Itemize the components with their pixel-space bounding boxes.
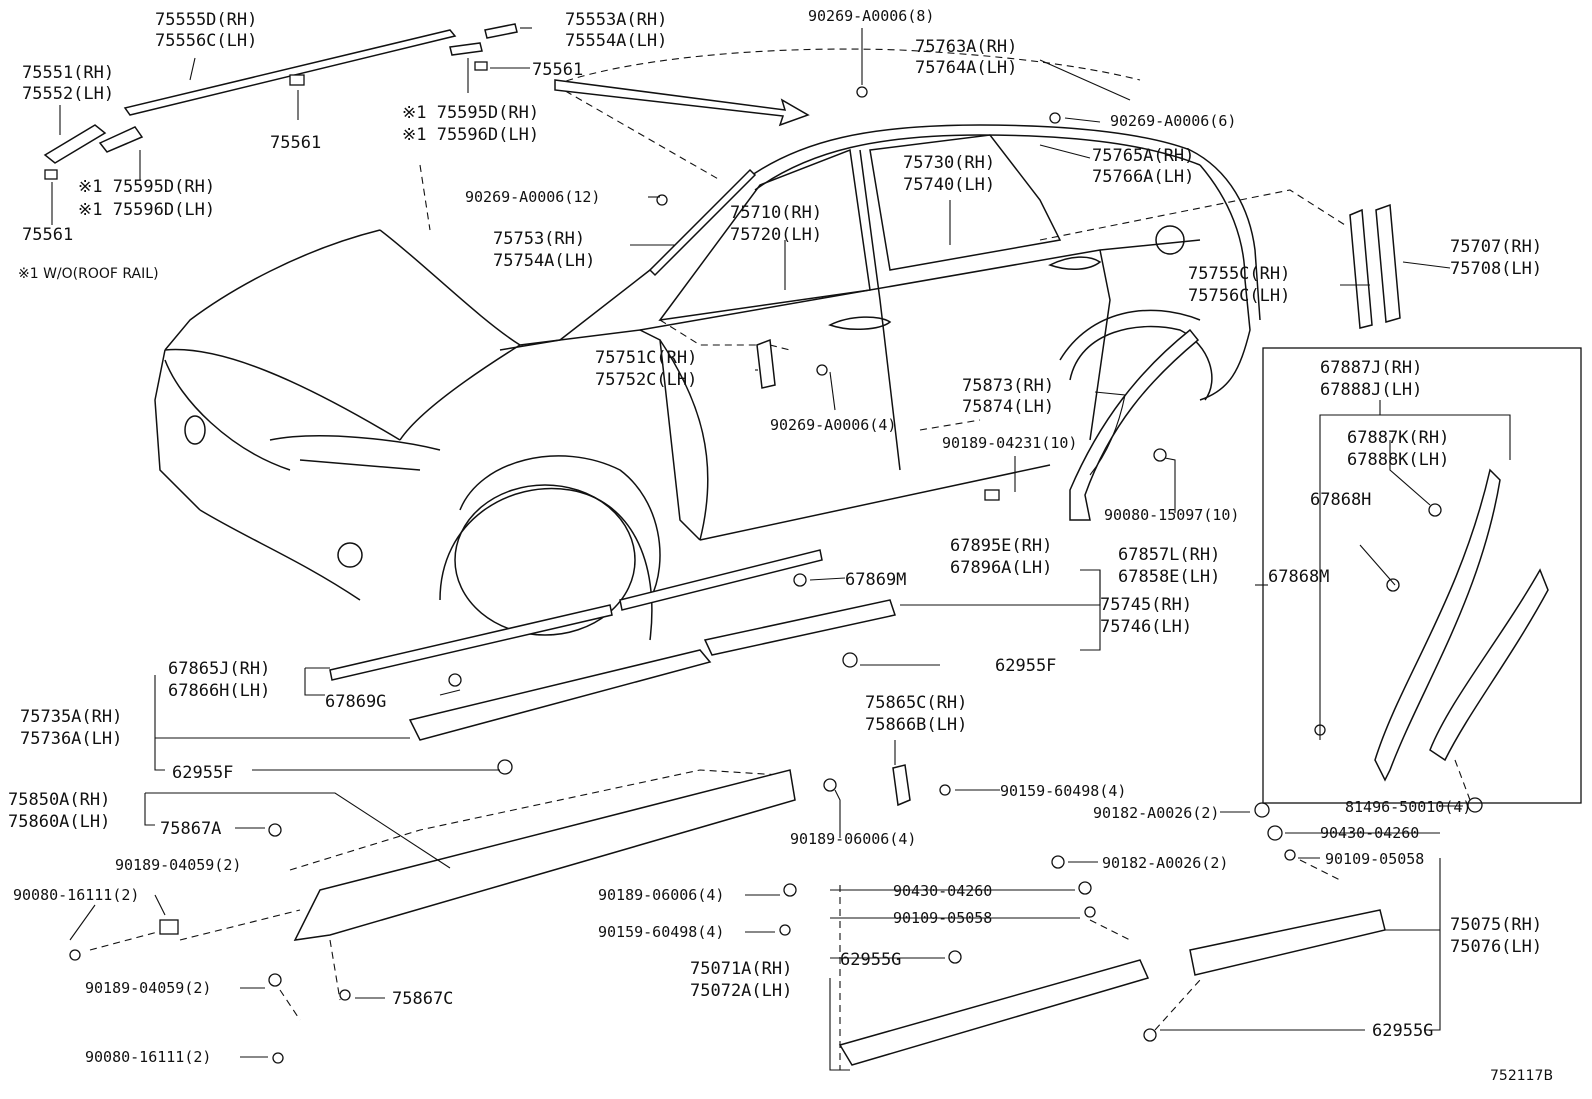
callout-label: ※1 75596D(LH) <box>78 200 215 220</box>
callout-label: 75707(RH) <box>1450 237 1542 257</box>
callout-label: 67858E(LH) <box>1118 567 1220 587</box>
callout-label: 75850A(RH) <box>8 790 110 810</box>
callout-label: 75730(RH) <box>903 153 995 173</box>
callout-label: 75867A <box>160 819 221 839</box>
callout-label: 75555D(RH) <box>155 10 257 30</box>
callout-label: 90080-16111(2) <box>85 1048 211 1066</box>
callout-label: 75874(LH) <box>962 397 1054 417</box>
callout-label: 75766A(LH) <box>1092 167 1194 187</box>
callout-label: ※1 75595D(RH) <box>78 177 215 197</box>
callout-label: 62955F <box>995 656 1056 676</box>
callout-label: 90189-04059(2) <box>115 856 241 874</box>
callout-label: 75756C(LH) <box>1188 286 1290 306</box>
callout-label: 75071A(RH) <box>690 959 792 979</box>
callout-label: 75865C(RH) <box>865 693 967 713</box>
callout-label: 90430-04260 <box>893 882 992 900</box>
callout-label: 67887J(RH) <box>1320 358 1422 378</box>
callout-label: 90159-60498(4) <box>1000 782 1126 800</box>
callout-label: 67869M <box>845 570 906 590</box>
callout-label: 75072A(LH) <box>690 981 792 1001</box>
callout-label: 67865J(RH) <box>168 659 270 679</box>
callout-label: 75556C(LH) <box>155 31 257 51</box>
callout-label: 90269-A0006(6) <box>1110 112 1236 130</box>
callout-label: 75763A(RH) <box>915 37 1017 57</box>
callout-label: 67868H <box>1310 490 1371 510</box>
callout-label: 75745(RH) <box>1100 595 1192 615</box>
vehicle-outline <box>154 124 1261 641</box>
callout-label: 75736A(LH) <box>20 729 122 749</box>
callout-label: 75075(RH) <box>1450 915 1542 935</box>
callout-label: 90189-06006(4) <box>598 886 724 904</box>
callout-label: 75554A(LH) <box>565 31 667 51</box>
callout-label: 75720(LH) <box>730 225 822 245</box>
callout-label: 67888K(LH) <box>1347 450 1449 470</box>
callout-label: 90189-06006(4) <box>790 830 916 848</box>
callout-label: 67869G <box>325 692 386 712</box>
callout-label: 90109-05058 <box>1325 850 1424 868</box>
callout-label: ※1 75596D(LH) <box>402 125 539 145</box>
callout-label: 75552(LH) <box>22 84 114 104</box>
callout-label: 75553A(RH) <box>565 10 667 30</box>
callout-label: 75867C <box>392 989 453 1009</box>
callout-label: 90159-60498(4) <box>598 923 724 941</box>
callout-label: 75764A(LH) <box>915 58 1017 78</box>
callout-label: 90269-A0006(12) <box>465 188 600 206</box>
callout-label: 75873(RH) <box>962 376 1054 396</box>
callout-label: 75561 <box>532 60 583 80</box>
callout-label: 90189-04231(10) <box>942 434 1077 452</box>
callout-label: 90269-A0006(4) <box>770 416 896 434</box>
callout-label: 90080-16111(2) <box>13 886 139 904</box>
callout-label: 62955G <box>1372 1021 1433 1041</box>
inset-box <box>1262 347 1582 804</box>
callout-label: 90080-15097(10) <box>1104 506 1239 524</box>
callout-label: 67868M <box>1268 567 1329 587</box>
parts <box>43 23 1549 1066</box>
callout-labels: 75555D(RH) 75556C(LH) 75553A(RH) 75554A(… <box>8 7 1553 1084</box>
callout-label: 67895E(RH) <box>950 536 1052 556</box>
callout-label: 81496-50010(4) <box>1345 798 1471 816</box>
callout-label: 75860A(LH) <box>8 812 110 832</box>
footnote: ※1 W/O(ROOF RAIL) <box>18 266 159 282</box>
callout-label: 75561 <box>270 133 321 153</box>
callout-label: 67888J(LH) <box>1320 380 1422 400</box>
callout-label: 90430-04260 <box>1320 824 1419 842</box>
callout-label: 62955F <box>172 763 233 783</box>
callout-label: 75752C(LH) <box>595 370 697 390</box>
leader-lines <box>51 27 1511 1071</box>
callout-label: 75561 <box>22 225 73 245</box>
callout-label: 75751C(RH) <box>595 348 697 368</box>
callout-label: 90182-A0026(2) <box>1102 854 1228 872</box>
reference-dashes <box>89 48 1471 1070</box>
callout-label: 75754A(LH) <box>493 251 595 271</box>
callout-label: 75866B(LH) <box>865 715 967 735</box>
callout-label: 62955G <box>840 950 901 970</box>
callout-label: 75746(LH) <box>1100 617 1192 637</box>
callout-label: 75076(LH) <box>1450 937 1542 957</box>
callout-label: 67887K(RH) <box>1347 428 1449 448</box>
callout-label: ※1 75595D(RH) <box>402 103 539 123</box>
callout-label: 67896A(LH) <box>950 558 1052 578</box>
callout-label: 90109-05058 <box>893 909 992 927</box>
callout-label: 75708(LH) <box>1450 259 1542 279</box>
callout-label: 75735A(RH) <box>20 707 122 727</box>
callout-label: 75740(LH) <box>903 175 995 195</box>
callout-label: 67857L(RH) <box>1118 545 1220 565</box>
callout-label: 75710(RH) <box>730 203 822 223</box>
callout-label: 90189-04059(2) <box>85 979 211 997</box>
callout-label: 90269-A0006(8) <box>808 7 934 25</box>
callout-label: 75755C(RH) <box>1188 264 1290 284</box>
diagram-id: 752117B <box>1490 1068 1553 1084</box>
callout-label: 75765A(RH) <box>1092 146 1194 166</box>
callout-label: 75753(RH) <box>493 229 585 249</box>
callout-label: 75551(RH) <box>22 63 114 83</box>
callout-label: 90182-A0026(2) <box>1093 804 1219 822</box>
callout-label: 67866H(LH) <box>168 681 270 701</box>
